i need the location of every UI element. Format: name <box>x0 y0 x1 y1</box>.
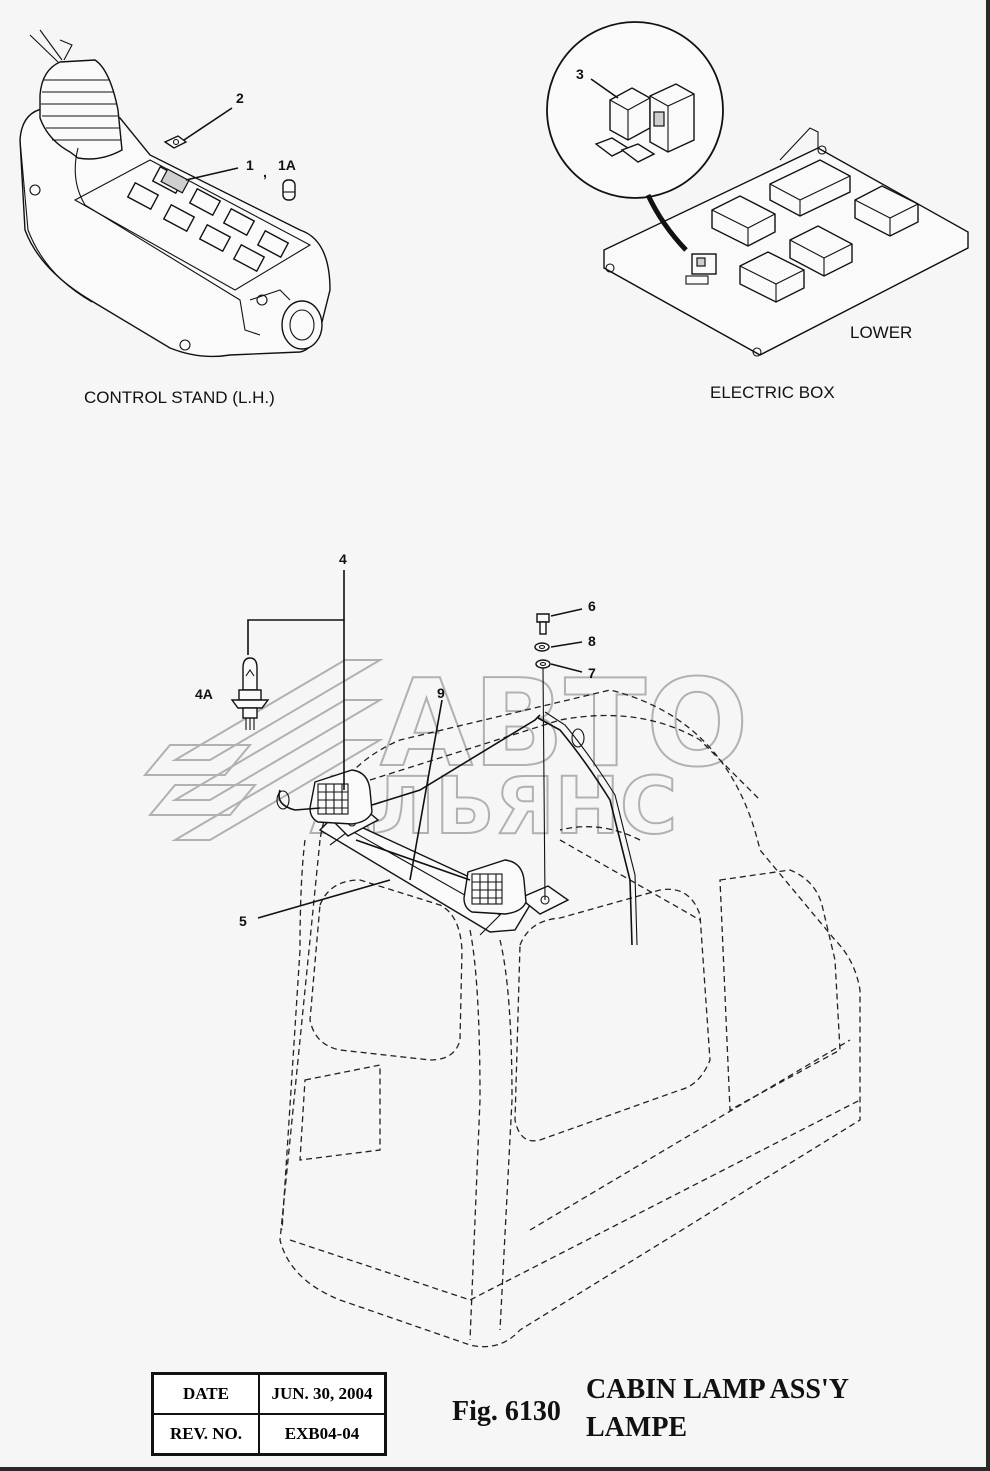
callout-6: 6 <box>588 598 596 614</box>
electric-box-illustration <box>546 21 969 357</box>
figure-title-line1: CABIN LAMP ASS'Y <box>586 1374 849 1405</box>
callout-1a: 1A <box>278 157 296 173</box>
label-electric-box: ELECTRIC BOX <box>710 383 835 402</box>
control-stand-illustration <box>19 29 331 358</box>
callout-9: 9 <box>437 685 445 701</box>
cabin-illustration <box>279 689 861 1348</box>
bulb-4a <box>230 657 270 730</box>
watermark-logo <box>142 659 384 841</box>
work-lamp-right <box>463 859 527 915</box>
callout-5: 5 <box>239 913 247 929</box>
leader-7 <box>550 663 583 673</box>
figure-number: Fig. 6130 <box>452 1396 561 1427</box>
figure-title-line2: LAMPE <box>586 1412 688 1443</box>
callout-4: 4 <box>339 551 347 567</box>
part-2-graphic <box>163 135 188 149</box>
washer-8 <box>534 642 550 652</box>
callout-7: 7 <box>588 665 596 681</box>
cabin-lamp-switch <box>160 168 190 194</box>
callout-comma: , <box>263 164 267 180</box>
bolt-6 <box>536 613 550 635</box>
callout-2: 2 <box>236 90 244 106</box>
relay-3-location <box>685 253 717 285</box>
revision-table: DATE JUN. 30, 2004 REV. NO. EXB04-04 <box>151 1372 387 1456</box>
leader-6 <box>550 608 583 617</box>
leader-9 <box>409 699 443 881</box>
label-lower: LOWER <box>850 323 912 342</box>
leader-5 <box>257 879 391 919</box>
callout-8: 8 <box>588 633 596 649</box>
leader-1 <box>185 167 239 181</box>
date-label: DATE <box>151 1372 260 1415</box>
callout-3: 3 <box>576 66 584 82</box>
callout-1: 1 <box>246 157 254 173</box>
rev-label: REV. NO. <box>151 1413 260 1456</box>
hardware-center-line <box>542 667 546 901</box>
leader-3 <box>590 78 619 99</box>
switch-panel <box>126 165 290 273</box>
detail-leader <box>645 193 688 252</box>
cabin-leaders <box>247 570 583 919</box>
rev-row: REV. NO. EXB04-04 <box>151 1413 387 1456</box>
nut-7 <box>535 659 551 669</box>
rev-value: EXB04-04 <box>258 1413 387 1456</box>
relay-blocks <box>711 159 919 303</box>
watermark: АВТО АЛЬЯНС <box>142 654 749 853</box>
date-row: DATE JUN. 30, 2004 <box>151 1372 387 1415</box>
callout-4a: 4A <box>195 686 213 702</box>
leader-8 <box>550 641 583 648</box>
part-3-relay <box>594 83 695 163</box>
date-value: JUN. 30, 2004 <box>258 1372 387 1415</box>
leader-2 <box>183 107 233 141</box>
work-lamp-left <box>309 769 373 825</box>
part-1a-bulb <box>282 179 296 201</box>
harness-cable <box>276 711 638 946</box>
label-control-stand: CONTROL STAND (L.H.) <box>84 388 275 407</box>
leader-4a <box>247 570 345 655</box>
